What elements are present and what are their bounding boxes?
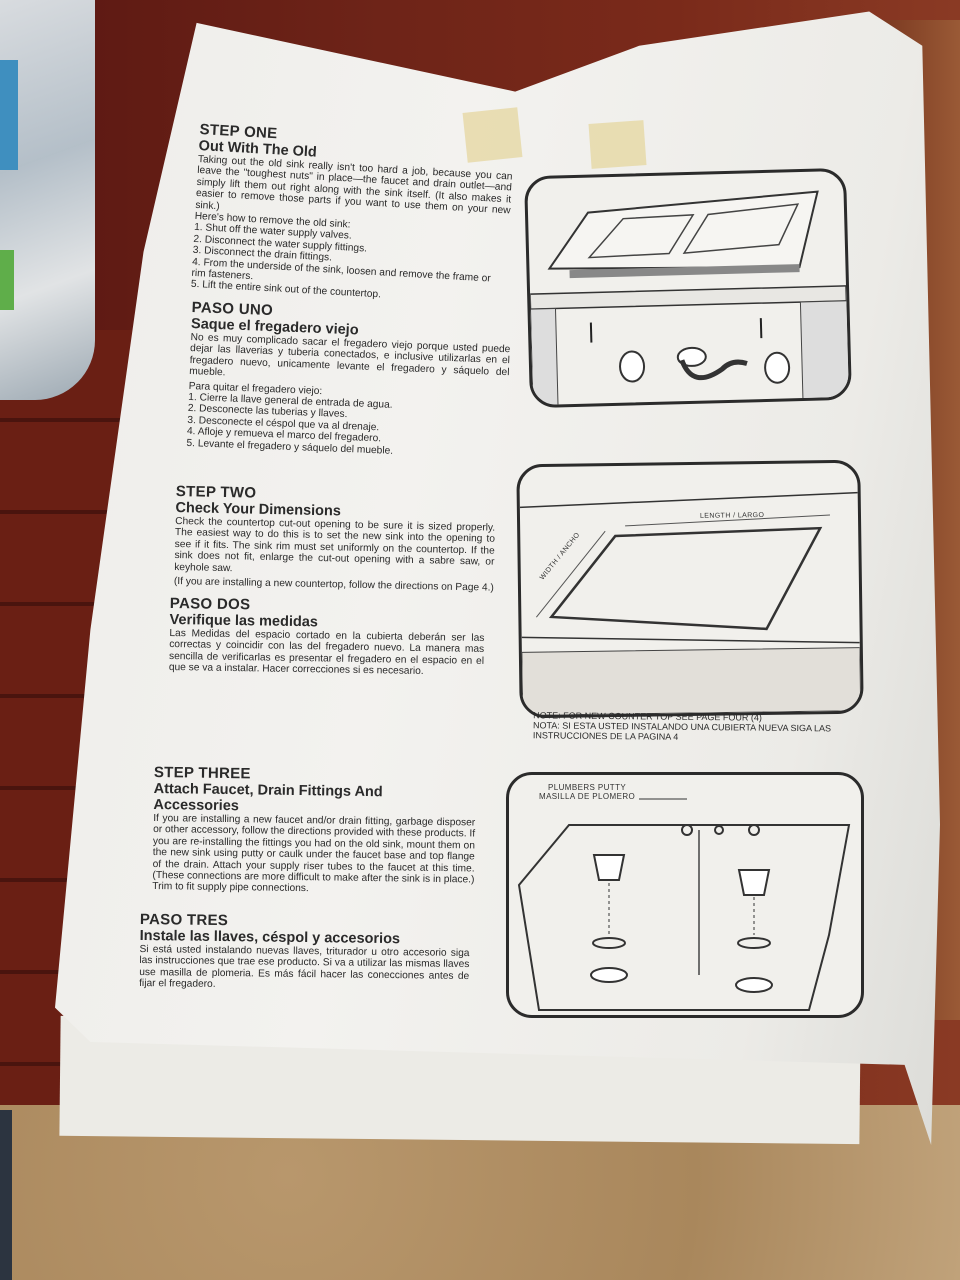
step-three-section: STEP THREE Attach Faucet, Drain Fittings… [152,764,476,897]
plumbers-putty-label: PLUMBERS PUTTY MASILLA DE PLOMERO [539,783,635,801]
paso-uno-section: PASO UNO Saque el fregadero viejo No es … [186,299,511,461]
step-body: If you are installing a new faucet and/o… [152,812,476,895]
label-spanish: MASILLA DE PLOMERO [539,792,636,801]
step-body: Check the countertop cut-out opening to … [174,515,496,574]
clothing-edge [0,1110,12,1280]
step-body: Si está usted instalando nuevas llaves, … [139,943,470,991]
illustration-fittings: PLUMBERS PUTTY MASILLA DE PLOMERO [506,772,864,1018]
length-label: LENGTH / LARGO [699,511,765,520]
illustration-note: NOTE: FOR NEW COUNTER TOP SEE PAGE FOUR … [533,710,863,743]
bag-contents-blue [0,60,18,170]
step-body: Las Medidas del espacio cortado en la cu… [168,627,485,678]
step-one-section: STEP ONE Out With The Old Taking out the… [191,121,515,308]
step-title: Attach Faucet, Drain Fittings And Access… [153,780,383,815]
illustration-remove-sink [524,167,852,409]
sink-removal-drawing [529,190,852,409]
note-spanish: NOTA: SI ESTA USTED INSTALANDO UNA CUBIE… [532,720,832,742]
tape-strip [588,120,647,169]
paso-dos-section: PASO DOS Verifique las medidas Las Medid… [168,595,485,679]
drain-fittings-drawing [517,798,851,1011]
illustration-dimensions: LENGTH / LARGO WIDTH / ANCHO [516,459,864,719]
countertop-cutout-drawing [519,491,862,716]
step-two-section: STEP TWO Check Your Dimensions Check the… [174,483,496,594]
paso-tres-section: PASO TRES Instale las llaves, céspol y a… [139,911,470,994]
label-english: PLUMBERS PUTTY [548,783,627,792]
bag-contents-green [0,250,14,310]
